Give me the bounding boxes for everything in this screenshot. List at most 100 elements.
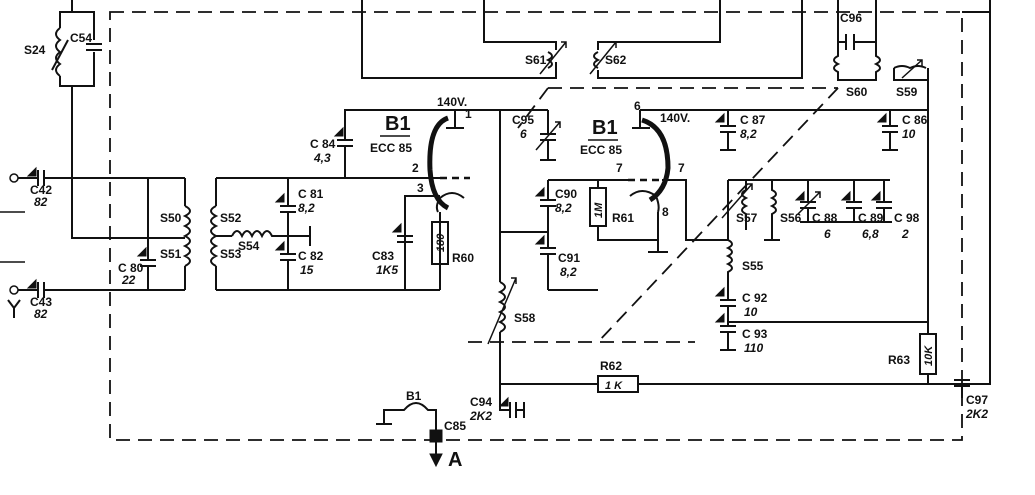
label-c92-value: 10 <box>744 305 758 319</box>
coil-s58 <box>487 110 517 384</box>
tube-b1-right <box>548 109 928 253</box>
label-ecc85-tube2: ECC 85 <box>580 143 622 157</box>
label-c82: C 82 <box>298 249 324 263</box>
capacitor-c83 <box>391 222 413 243</box>
label-c94-value: 2K2 <box>469 409 492 423</box>
label-c85: C85 <box>444 419 466 433</box>
label-ecc85-tube1: ECC 85 <box>370 141 412 155</box>
capacitor-c95 <box>535 110 561 161</box>
label-s57: S57 <box>736 211 758 225</box>
tube-b1-left <box>404 110 470 290</box>
label-pin7b: 7 <box>678 161 685 175</box>
label-c81: C 81 <box>298 187 324 201</box>
label-c96: C96 <box>840 11 862 25</box>
coil-s54 <box>231 226 311 246</box>
wiring-tube1 <box>333 109 548 179</box>
coil-s55-c92-c93 <box>714 180 928 351</box>
label-c97: C97 <box>966 393 988 407</box>
label-c88: C 88 <box>812 211 838 225</box>
capacitors-c87-c86 <box>714 110 898 151</box>
heater-output <box>376 402 443 468</box>
coils-s60-s59-c96 <box>833 0 991 385</box>
label-c95: C95 <box>512 113 534 127</box>
label-pin7a: 7 <box>616 161 623 175</box>
capacitor-c94 <box>498 384 525 418</box>
label-r62-value: 1 K <box>605 380 623 392</box>
coils-s61-s62 <box>361 0 803 79</box>
label-c95-value: 6 <box>520 127 527 141</box>
label-b1-heater: B1 <box>406 389 422 403</box>
label-c97-value: 2K2 <box>965 407 988 421</box>
label-s52: S52 <box>220 211 242 225</box>
label-c89-value: 6,8 <box>862 227 879 241</box>
label-pin3: 3 <box>417 181 424 195</box>
label-c90-value: 8,2 <box>555 201 572 215</box>
resistor-r62 <box>500 375 962 393</box>
label-c42: C42 <box>30 183 52 197</box>
label-c90: C90 <box>555 187 577 201</box>
label-s60: S60 <box>846 85 868 99</box>
label-r61-value: 1M <box>593 202 605 218</box>
label-c82-value: 15 <box>300 263 314 277</box>
resistor-r63 <box>919 333 937 384</box>
label-s61: S61 <box>525 53 547 67</box>
label-s51: S51 <box>160 247 182 261</box>
label-c92: C 92 <box>742 291 768 305</box>
label-pin1: 1 <box>465 107 472 121</box>
label-s55: S55 <box>742 259 764 273</box>
label-pin6: 6 <box>634 99 641 113</box>
label-b1-tube2: B1 <box>592 117 618 139</box>
label-c93-value: 110 <box>744 341 763 355</box>
capacitor-c97 <box>954 379 970 398</box>
label-output-a: A <box>448 449 462 471</box>
label-c91-value: 8,2 <box>560 265 577 279</box>
tank-s57-s56 <box>721 179 892 241</box>
label-s24: S24 <box>24 43 46 57</box>
label-c81-value: 8,2 <box>298 201 315 215</box>
label-r63-value: 10K <box>923 345 935 366</box>
capacitors-c81-c82 <box>274 178 296 290</box>
label-s50: S50 <box>160 211 182 225</box>
label-c98-value: 2 <box>901 227 909 241</box>
label-c86-value: 10 <box>902 127 916 141</box>
label-c84: C 84 <box>310 137 336 151</box>
label-pin8: 8 <box>662 205 669 219</box>
label-c83: C83 <box>372 249 394 263</box>
label-c80-value: 22 <box>121 273 136 287</box>
label-r60: R60 <box>452 251 474 265</box>
label-r62: R62 <box>600 359 622 373</box>
label-140v-tube1: 140V. <box>437 95 467 109</box>
label-s53: S53 <box>220 247 242 261</box>
label-pin2: 2 <box>412 161 419 175</box>
label-c98: C 98 <box>894 211 920 225</box>
label-140v-tube2: 140V. <box>660 111 690 125</box>
label-c80: C 80 <box>118 261 144 275</box>
label-c43: C43 <box>30 295 52 309</box>
label-s59: S59 <box>896 85 918 99</box>
label-r63: R63 <box>888 353 910 367</box>
label-r61: R61 <box>612 211 634 225</box>
label-s58: S58 <box>514 311 536 325</box>
label-s62: S62 <box>605 53 627 67</box>
capacitor-c80 <box>136 178 156 290</box>
input-c42 <box>0 166 185 213</box>
coils-s50-s51 <box>182 177 440 291</box>
components-c90-r61-c91 <box>500 180 658 291</box>
label-c42-value: 82 <box>34 195 48 209</box>
label-c84-value: 4,3 <box>313 151 331 165</box>
label-c86: C 86 <box>902 113 928 127</box>
resistor-r60 <box>431 221 449 265</box>
shield-outline <box>109 11 963 441</box>
input-c43 <box>0 261 185 318</box>
label-c88-value: 6 <box>824 227 831 241</box>
label-r60-value: 180 <box>435 233 447 252</box>
label-c91: C91 <box>558 251 580 265</box>
label-s54: S54 <box>238 239 260 253</box>
label-c43-value: 82 <box>34 307 48 321</box>
label-c93: C 93 <box>742 327 768 341</box>
label-c94: C94 <box>470 395 492 409</box>
label-c87: C 87 <box>740 113 766 127</box>
label-c54: C54 <box>70 31 92 45</box>
label-c83-value: 1K5 <box>376 263 398 277</box>
label-s56: S56 <box>780 211 802 225</box>
